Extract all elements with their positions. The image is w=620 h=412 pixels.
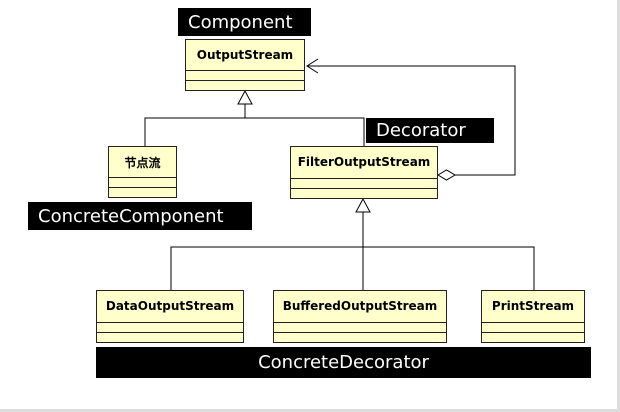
aggregation-line xyxy=(307,65,516,176)
aggregation-diamond xyxy=(437,169,456,181)
inheritance-line-node-stream xyxy=(144,117,365,146)
role-label-component: Component xyxy=(178,8,311,36)
class-name: DataOutputStream xyxy=(97,291,243,323)
class-name: BufferedOutputStream xyxy=(274,291,446,323)
class-name: 节点流 xyxy=(109,147,176,178)
class-data-output-stream[interactable]: DataOutputStream xyxy=(96,290,244,343)
class-name: FilterOutputStream xyxy=(291,147,437,179)
attributes-compartment xyxy=(291,179,437,189)
class-node-stream[interactable]: 节点流 xyxy=(108,146,177,198)
role-label-concrete-component: ConcreteComponent xyxy=(28,202,252,230)
attributes-compartment xyxy=(97,323,243,333)
attributes-compartment xyxy=(109,178,176,188)
role-label-concrete-decorator: ConcreteDecorator xyxy=(96,347,591,378)
inheritance-arrowhead-filter-stream xyxy=(355,197,371,213)
class-buffered-output-stream[interactable]: BufferedOutputStream xyxy=(273,290,447,343)
class-name: OutputStream xyxy=(186,40,304,71)
attributes-compartment xyxy=(186,71,304,81)
class-print-stream[interactable]: PrintStream xyxy=(481,290,585,343)
methods-compartment xyxy=(291,189,437,199)
methods-compartment xyxy=(274,333,446,343)
class-output-stream[interactable]: OutputStream xyxy=(185,39,305,91)
class-filter-output-stream[interactable]: FilterOutputStream xyxy=(290,146,438,199)
attributes-compartment xyxy=(274,323,446,333)
methods-compartment xyxy=(97,333,243,343)
class-name: PrintStream xyxy=(482,291,584,323)
methods-compartment xyxy=(482,333,584,343)
inheritance-arrowhead-output-stream xyxy=(237,89,253,105)
methods-compartment xyxy=(186,81,304,91)
role-label-decorator: Decorator xyxy=(366,118,494,143)
attributes-compartment xyxy=(482,323,584,333)
inheritance-line-concrete-decorators xyxy=(170,246,535,290)
aggregation-arrowhead xyxy=(306,58,319,74)
methods-compartment xyxy=(109,188,176,198)
